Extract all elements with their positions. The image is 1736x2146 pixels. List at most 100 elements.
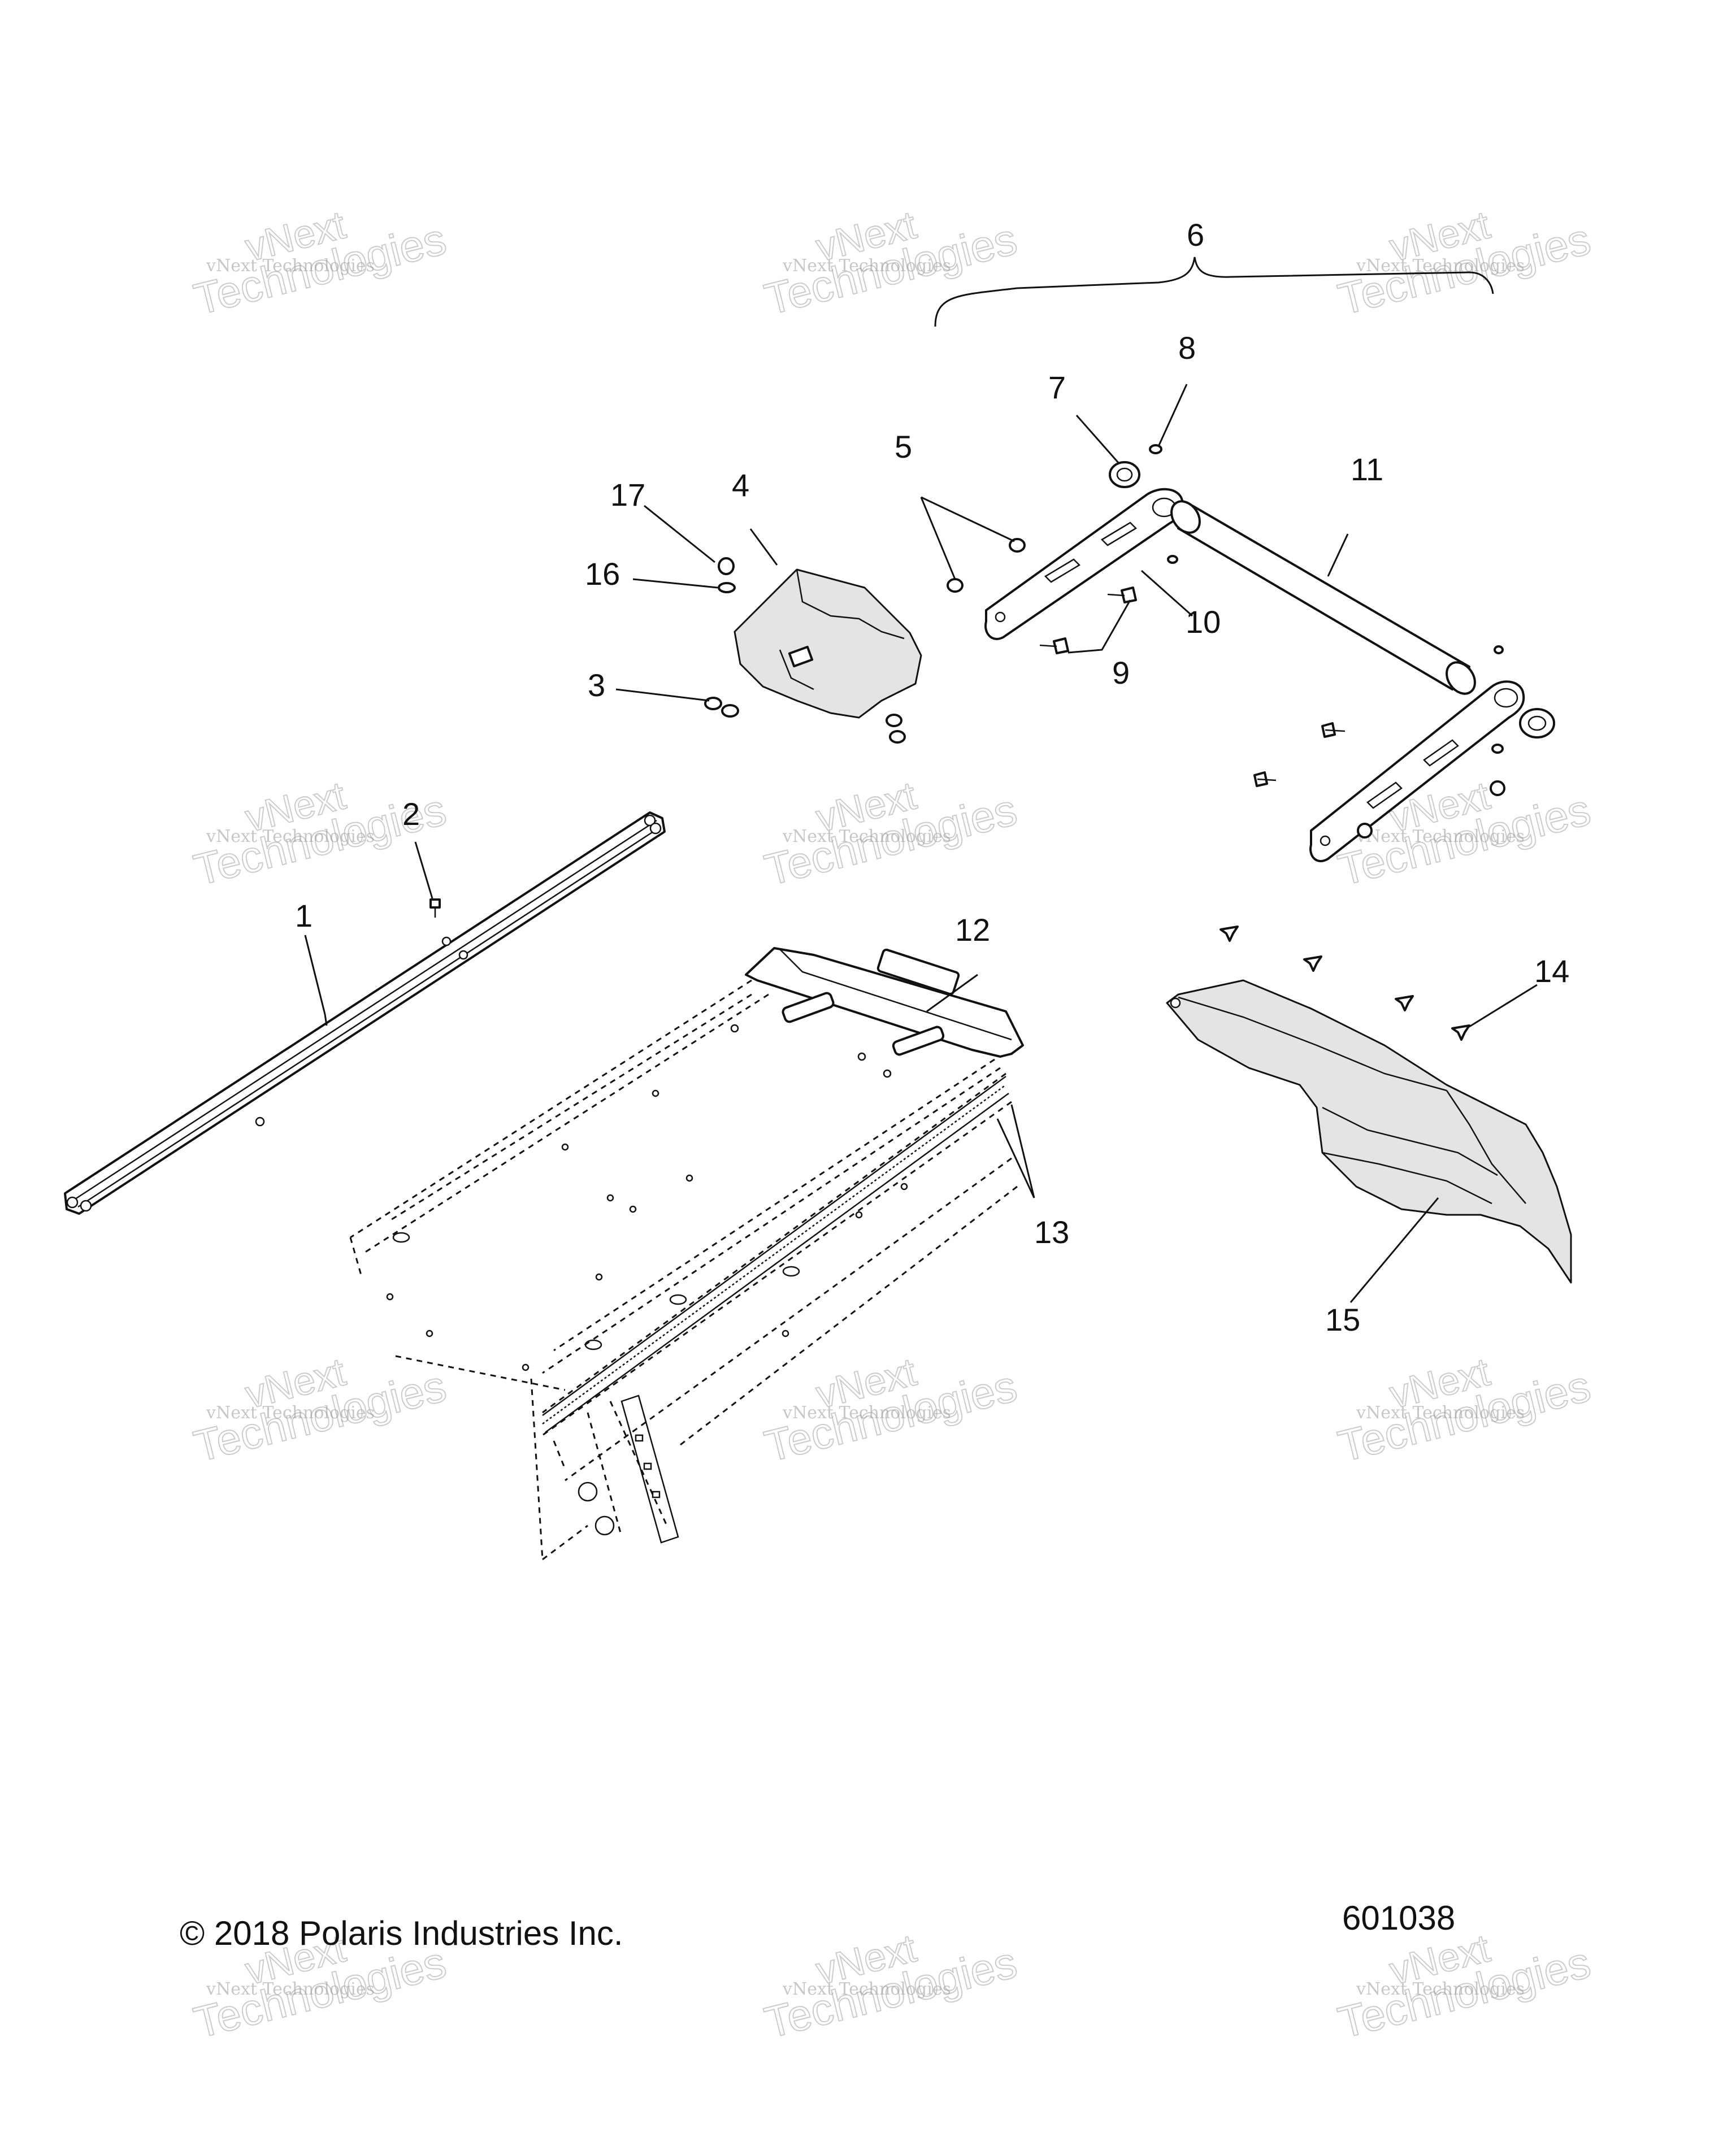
- bracket-line: [934, 257, 1494, 327]
- guard-ridge: [1322, 1152, 1492, 1205]
- panel-edge: [779, 949, 1012, 1041]
- callout-4: 4: [732, 467, 749, 503]
- leader-2: [414, 841, 433, 899]
- nut-lower: [1491, 744, 1504, 754]
- watermark-text: vNext Technologies: [782, 1979, 951, 1999]
- guard-ridge: [1322, 1106, 1498, 1176]
- nut-5: [1009, 538, 1026, 553]
- callout-14: 14: [1534, 953, 1569, 989]
- panel-slot: [892, 1026, 945, 1056]
- part-16-washer: [718, 582, 736, 593]
- part-17-nut: [718, 557, 735, 575]
- watermark-top-right: Technologies vNext: [1333, 202, 1596, 324]
- bolt-shank: [1107, 593, 1125, 597]
- callout-1: 1: [295, 898, 313, 933]
- callout-17: 17: [610, 477, 645, 512]
- watermark-text: vNext Technologies: [1356, 1979, 1525, 1999]
- rail-mount-hole: [255, 1117, 265, 1127]
- nut-17: [718, 557, 735, 575]
- bed-hole: [782, 1330, 789, 1337]
- bed-edge: [389, 993, 752, 1222]
- callout-16: 16: [585, 556, 620, 592]
- watermark-text: vNext Technologies: [206, 827, 375, 846]
- leader-9: [1067, 600, 1131, 654]
- guard-ridge: [1446, 1090, 1526, 1204]
- bed-hole: [900, 1183, 908, 1191]
- bed-slot: [392, 1232, 410, 1243]
- leader-5b: [921, 496, 1015, 542]
- leader-lines: [304, 384, 1538, 1303]
- watermark-text: vNext Technologies: [1356, 827, 1525, 846]
- cover-ridge: [796, 569, 905, 640]
- rail-end-hole: [649, 822, 662, 835]
- side-rail-edge: [542, 1075, 1006, 1417]
- bed-slot: [584, 1339, 602, 1350]
- bolt-head: [1121, 587, 1137, 603]
- part-8-screw: [1149, 444, 1162, 454]
- bolt-lower-shank: [1325, 729, 1346, 732]
- leader-5a: [920, 497, 956, 580]
- callout-12: 12: [955, 912, 990, 948]
- nut-lower: [1357, 823, 1373, 839]
- watermark-top-center: Technologies vNext: [760, 202, 1022, 324]
- tube-body: [1177, 505, 1470, 690]
- copyright-text: © 2018 Polaris Industries Inc.: [180, 1914, 623, 1952]
- arm-hole: [1320, 835, 1331, 846]
- bed-edge: [349, 1237, 363, 1278]
- watermark-low-right: Technologies vNext: [1333, 1349, 1596, 1471]
- cover-slot: [788, 645, 814, 668]
- tube-end: [1170, 500, 1201, 534]
- guard-body: [1166, 979, 1572, 1284]
- hinge-hole: [643, 1462, 652, 1470]
- bushing-inner: [1116, 467, 1133, 482]
- callout-11: 11: [1351, 451, 1383, 487]
- rail-body: [64, 811, 666, 1215]
- callout-2: 2: [402, 796, 420, 832]
- bed-edge: [361, 993, 769, 1256]
- leader-13a: [996, 1118, 1035, 1198]
- callout-9: 9: [1112, 655, 1130, 690]
- rivet: [1395, 995, 1414, 1011]
- watermark-bottom-center: Technologies vNext: [760, 1925, 1022, 2048]
- bed-large-hole: [594, 1515, 615, 1536]
- bed-edge: [553, 1440, 566, 1470]
- panel-slot: [876, 948, 960, 996]
- arm-hole: [995, 611, 1006, 623]
- fastener-nut: [721, 704, 739, 718]
- part-7-bushing: [1109, 461, 1140, 488]
- callout-15: 15: [1325, 1302, 1360, 1337]
- bolt-shank: [1039, 644, 1057, 648]
- tube-end: [1446, 661, 1476, 695]
- callout-labels: 1 2 3 4 5 6 7 8 9 10 11 12 13 14 15 16 1…: [295, 217, 1569, 1337]
- part-5-nuts: [947, 538, 1026, 593]
- leader-3: [615, 688, 710, 702]
- watermark-text: vNext Technologies: [206, 256, 375, 276]
- callout-6: 6: [1187, 217, 1204, 253]
- guard-ridge: [1178, 996, 1447, 1092]
- bed-hole: [386, 1293, 394, 1301]
- bolt-head: [1053, 637, 1069, 654]
- hinge-strip: [620, 1395, 679, 1544]
- leader-14: [1469, 984, 1538, 1028]
- watermark-low-center: Technologies vNext: [760, 1349, 1022, 1471]
- leader-10: [1141, 570, 1193, 617]
- bolt-lower-shank: [1257, 778, 1277, 781]
- callout-7: 7: [1048, 370, 1066, 405]
- leader-8: [1157, 384, 1188, 447]
- part-2-screw: [429, 898, 441, 918]
- arm-body: [1309, 680, 1525, 862]
- arm-slot: [1100, 522, 1138, 546]
- watermark-text: vNext Technologies: [782, 1403, 951, 1423]
- bed-large-hole: [578, 1482, 598, 1502]
- screw-head: [429, 898, 441, 909]
- part-11-tube: [1170, 500, 1476, 695]
- nut-lower: [1490, 780, 1505, 796]
- bed-edge: [350, 979, 752, 1239]
- guard-hole: [1170, 997, 1181, 1009]
- bed-hole: [522, 1363, 530, 1371]
- bed-slot: [782, 1266, 800, 1277]
- watermark-text: vNext Technologies: [206, 1979, 375, 1999]
- arm-slot: [1423, 739, 1459, 767]
- watermark-text: vNext Technologies: [782, 827, 951, 846]
- washer-16: [718, 582, 736, 593]
